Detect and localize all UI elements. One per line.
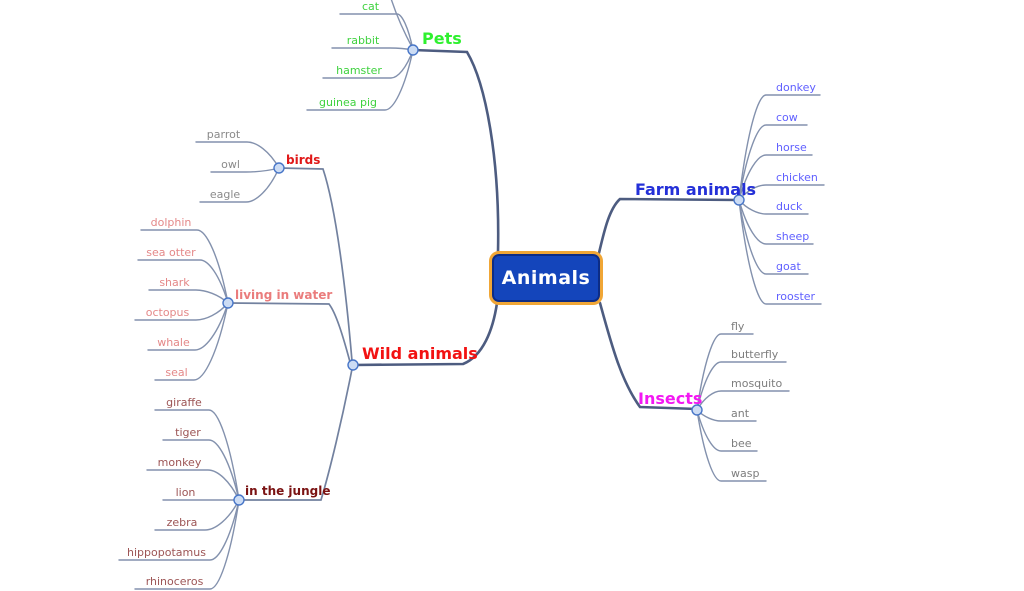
edge-parrot [195, 141, 280, 169]
node-lion[interactable]: lion [176, 486, 196, 499]
fold-circle-insects[interactable] [691, 404, 703, 416]
node-owl[interactable]: owl [221, 158, 240, 171]
node-seal[interactable]: seal [165, 366, 187, 379]
edge-clipped-child-pets [390, 0, 414, 50]
node-butterfly[interactable]: butterfly [731, 348, 779, 361]
node-rhinoceros[interactable]: rhinoceros [146, 575, 204, 588]
node-rabbit[interactable]: rabbit [347, 34, 380, 47]
edge-zebra [154, 499, 240, 531]
fold-circle-wild-animals[interactable] [347, 359, 359, 371]
node-rooster[interactable]: rooster [776, 290, 816, 303]
node-shark[interactable]: shark [159, 276, 190, 289]
node-birds[interactable]: birds [286, 153, 320, 167]
edge-seal [154, 302, 229, 381]
node-sheep[interactable]: sheep [776, 230, 809, 243]
edge-in-the-jungle [238, 368, 353, 501]
node-wasp[interactable]: wasp [731, 467, 759, 480]
fold-circle-in-the-jungle[interactable] [233, 494, 245, 506]
edge-pets [411, 48, 500, 254]
edge-rabbit [331, 47, 414, 51]
edge-rooster [738, 199, 822, 305]
edge-goat [738, 199, 809, 275]
node-hippopotamus[interactable]: hippopotamus [127, 546, 206, 559]
edge-hamster [322, 49, 414, 79]
fold-circle-living-in-water[interactable] [222, 297, 234, 309]
edge-rhinoceros [134, 499, 240, 590]
edge-wasp [696, 409, 767, 482]
node-horse[interactable]: horse [776, 141, 807, 154]
node-donkey[interactable]: donkey [776, 81, 816, 94]
node-hamster[interactable]: hamster [336, 64, 382, 77]
node-wild-animals[interactable]: Wild animals [362, 344, 478, 363]
edge-monkey [146, 469, 240, 501]
root-node-label: Animals [501, 267, 591, 289]
edge-dolphin [140, 229, 229, 304]
edge-birds [278, 167, 353, 362]
edge-whale [147, 302, 229, 351]
node-octopus[interactable]: octopus [146, 306, 190, 319]
node-insects[interactable]: Insects [638, 389, 702, 408]
fold-circle-farm-animals[interactable] [733, 194, 745, 206]
node-eagle[interactable]: eagle [210, 188, 241, 201]
edge-giraffe [154, 409, 240, 501]
node-living-in-water[interactable]: living in water [235, 288, 332, 302]
node-tiger[interactable]: tiger [175, 426, 201, 439]
node-cow[interactable]: cow [776, 111, 798, 124]
fold-circle-birds[interactable] [273, 162, 285, 174]
node-monkey[interactable]: monkey [158, 456, 202, 469]
edge-sheep [738, 199, 814, 245]
edge-cat [339, 13, 414, 51]
node-chicken[interactable]: chicken [776, 171, 818, 184]
node-fly[interactable]: fly [731, 320, 745, 333]
node-parrot[interactable]: parrot [207, 128, 241, 141]
edge-guinea-pig [306, 49, 414, 111]
edge-butterfly [696, 361, 787, 411]
edge-bee [696, 409, 758, 452]
edge-living-in-water [227, 302, 351, 363]
node-pets[interactable]: Pets [422, 29, 462, 48]
edge-wild-animals [351, 301, 499, 367]
node-zebra[interactable]: zebra [167, 516, 198, 529]
node-farm-animals[interactable]: Farm animals [635, 180, 756, 199]
edge-cow [738, 124, 808, 201]
edge-farm-animals [597, 197, 741, 255]
node-dolphin[interactable]: dolphin [151, 216, 192, 229]
node-guinea-pig[interactable]: guinea pig [319, 96, 377, 109]
node-goat[interactable]: goat [776, 260, 801, 273]
edge-shark [148, 289, 229, 304]
node-sea-otter[interactable]: sea otter [146, 246, 196, 259]
edge-horse [738, 154, 813, 201]
edge-sea-otter [137, 259, 229, 304]
node-giraffe[interactable]: giraffe [166, 396, 202, 409]
root-node[interactable]: Animals [489, 251, 603, 305]
edge-eagle [199, 167, 280, 203]
node-cat[interactable]: cat [362, 0, 380, 13]
fold-circle-pets[interactable] [407, 44, 419, 56]
node-in-the-jungle[interactable]: in the jungle [245, 484, 330, 498]
edge-donkey [738, 94, 821, 201]
edge-fly [696, 333, 754, 411]
edge-tiger [162, 439, 240, 501]
node-duck[interactable]: duck [776, 200, 803, 213]
edge-hippopotamus [118, 499, 240, 561]
node-bee[interactable]: bee [731, 437, 752, 450]
node-ant[interactable]: ant [731, 407, 750, 420]
edge-insects [598, 301, 699, 411]
node-mosquito[interactable]: mosquito [731, 377, 782, 390]
node-whale[interactable]: whale [157, 336, 190, 349]
